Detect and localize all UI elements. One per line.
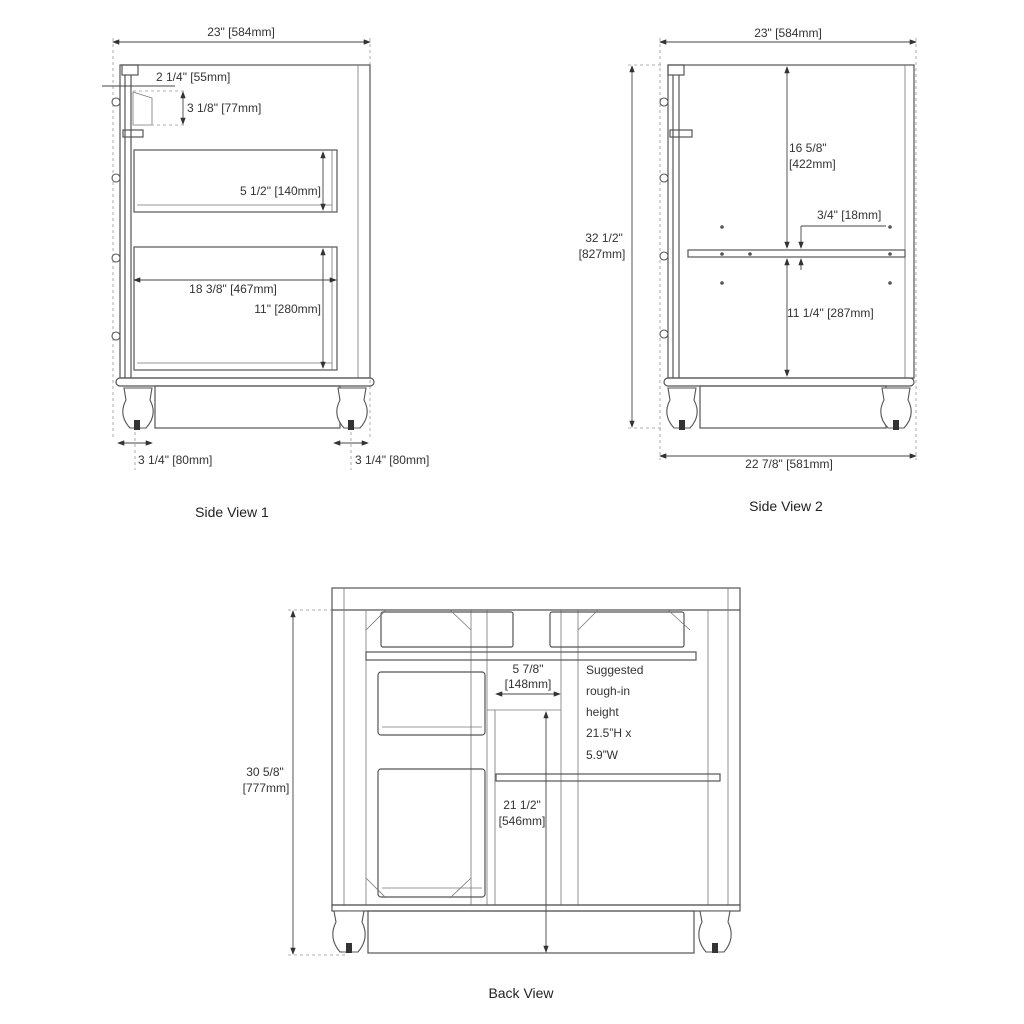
height-mm-label: [827mm] — [579, 247, 626, 261]
toe-kick — [699, 385, 887, 429]
right-leg — [698, 910, 732, 953]
drawer-knobs — [659, 97, 669, 339]
middle-shelf — [495, 773, 721, 782]
drawer-knobs — [111, 97, 121, 341]
upper-drawer-height-label: 5 1/2" [140mm] — [240, 184, 321, 198]
notch-width-label: 2 1/4" [55mm] — [156, 70, 230, 84]
left-upper-drawer — [377, 671, 486, 736]
rear-leg-offset-label: 3 1/4" [80mm] — [355, 453, 429, 467]
front-leg — [122, 387, 154, 429]
svg-text:5.9”W: 5.9”W — [586, 748, 619, 762]
svg-text:21.5”H x: 21.5”H x — [586, 726, 631, 740]
toe-kick — [367, 910, 695, 954]
side-view-1: 23" [584mm] 2 1/4" [55mm] 3 1/8" [77mm] … — [102, 25, 429, 520]
upper-height-mm-label: [422mm] — [789, 157, 836, 171]
lower-height-label: 11 1/4" [287mm] — [787, 306, 874, 320]
rear-leg — [336, 387, 368, 429]
rough-in-note: Suggested rough-in height 21.5”H x 5.9”W — [586, 663, 643, 762]
drawer-depth-label: 18 3/8" [467mm] — [189, 282, 277, 296]
shelf — [687, 249, 906, 258]
height-in-label: 32 1/2" — [585, 231, 623, 245]
notch-height-label: 3 1/8" [77mm] — [187, 101, 261, 115]
upper-height-in-label: 16 5/8" — [789, 141, 827, 155]
height-in-label: 30 5/8" — [246, 765, 284, 779]
opening-width-mm-label: [148mm] — [505, 677, 552, 691]
svg-text:Suggested: Suggested — [586, 663, 643, 677]
front-leg — [666, 387, 698, 429]
top-right-drawer — [549, 611, 685, 648]
lower-drawer — [133, 246, 338, 371]
left-lower-drawer — [377, 768, 486, 898]
back-view: 30 5/8" [777mm] 5 7/8" [148mm] 21 1/2" [… — [243, 587, 741, 1001]
shelf-thickness-label: 3/4" [18mm] — [817, 208, 881, 222]
height-mm-label: [777mm] — [243, 781, 290, 795]
side-view-1-caption: Side View 1 — [195, 504, 269, 520]
width-label: 23" [584mm] — [754, 26, 822, 40]
rear-leg — [880, 387, 912, 429]
left-leg — [332, 910, 366, 953]
top-left-drawer — [380, 611, 514, 648]
toe-kick — [154, 385, 341, 429]
base-depth-label: 22 7/8" [581mm] — [745, 457, 833, 471]
shelf-pin-holes — [720, 225, 892, 285]
front-leg-offset-label: 3 1/4" [80mm] — [138, 453, 212, 467]
opening-height-in-label: 21 1/2" — [503, 798, 541, 812]
svg-text:rough-in: rough-in — [586, 684, 630, 698]
side-view-2-caption: Side View 2 — [749, 498, 823, 514]
opening-height-mm-label: [546mm] — [499, 814, 546, 828]
lower-drawer-height-label: 11" [280mm] — [254, 302, 321, 316]
cabinet-back-outline — [331, 587, 741, 906]
shelf — [365, 651, 697, 661]
upper-drawer — [133, 149, 338, 213]
side-view-2: 23" [584mm] 32 1/2" [827mm] 16 5/8" [422… — [579, 26, 917, 514]
svg-text:height: height — [586, 705, 619, 719]
width-label: 23" [584mm] — [207, 25, 275, 39]
back-view-caption: Back View — [488, 985, 554, 1001]
opening-width-in-label: 5 7/8" — [513, 662, 544, 676]
